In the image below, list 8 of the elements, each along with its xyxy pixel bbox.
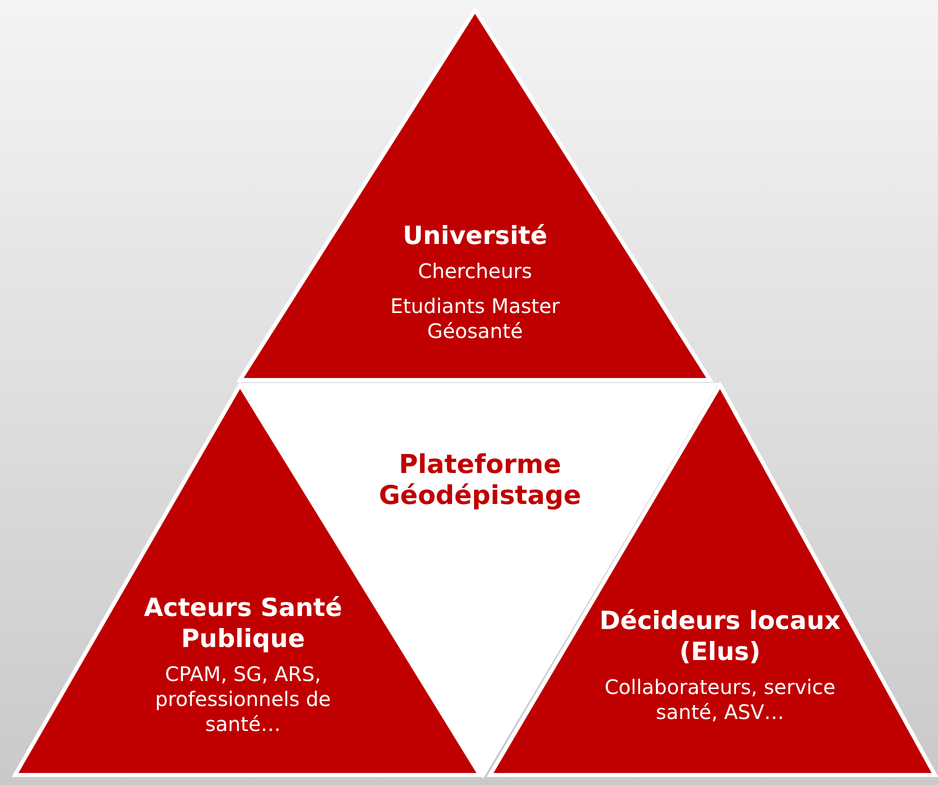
triangle-text: Etudiants Master Géosanté [389,294,561,344]
triangle-heading: Université [402,220,548,251]
triangle-text: Chercheurs [416,259,534,284]
triangle-text: Collaborateurs, service santé, ASV… [604,675,836,725]
triangle-heading: Décideurs locaux (Elus) [598,605,842,667]
triangle-heading: Acteurs Santé Publique [142,592,344,654]
triangle-heading: Plateforme Géodépistage [378,450,582,512]
triangle-text: CPAM, SG, ARS, professionnels de santé… [154,662,332,737]
